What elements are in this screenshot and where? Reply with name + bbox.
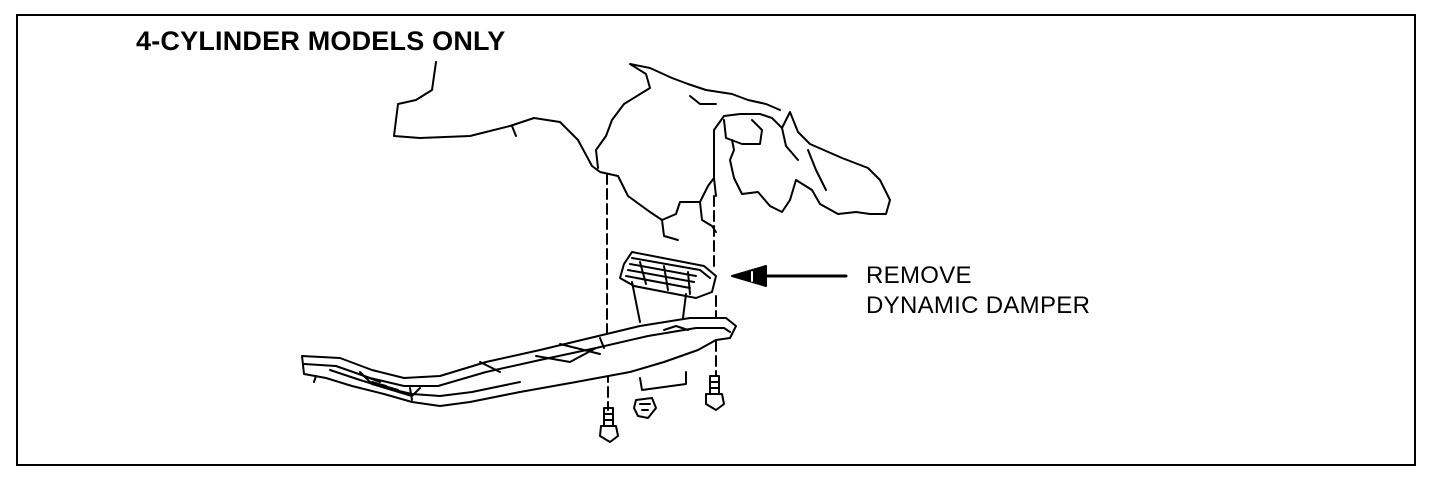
left-bolt [599,407,619,443]
callout-text-line-1: REMOVE [866,262,972,289]
crossmember [301,317,737,407]
engine-outline [393,61,891,241]
callout-arrow [731,265,848,287]
callout-text-line-2: DYNAMIC DAMPER [866,292,1091,319]
dynamic-damper [619,251,717,327]
center-nut [633,397,657,419]
diagram-frame [16,14,1416,466]
diagram-title: 4-CYLINDER MODELS ONLY [136,26,506,56]
right-bolt [705,375,725,411]
